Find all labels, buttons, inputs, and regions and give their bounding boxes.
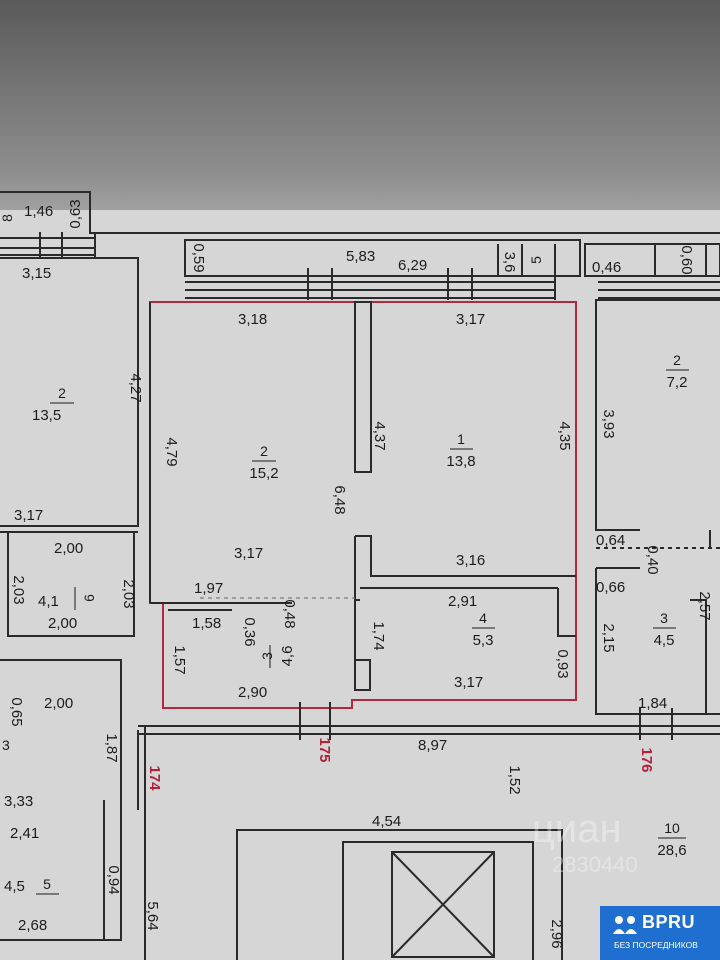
dimension-label: 0,60 [678, 245, 695, 274]
dimension-label: 1,57 [171, 645, 188, 674]
room-area: 4,6 [279, 646, 296, 667]
room-number: 1 [457, 431, 465, 447]
dimension-label: 3,18 [238, 311, 267, 328]
dimension-label: 6,48 [331, 485, 348, 514]
room-number: 8 [0, 214, 15, 222]
room-number: 2 [58, 385, 66, 401]
dimension-label: 4,27 [127, 373, 144, 402]
room-number: 2 [260, 443, 268, 459]
dimension-label: 5,83 [346, 248, 375, 265]
dimension-label: 2,15 [600, 623, 617, 652]
dimension-label: 2,68 [18, 917, 47, 934]
dimension-labels: 1,46 0,63 3,15 4,27 3,17 2,00 2,03 2,03 … [4, 199, 713, 948]
room-number: 3 [2, 737, 10, 753]
room-area: 5,3 [473, 632, 494, 649]
dimension-label: 2,00 [48, 615, 77, 632]
subject-apartment [149, 301, 577, 709]
corridor [138, 702, 720, 960]
dimension-label: 3,17 [234, 545, 263, 562]
dimension-label: 3,17 [454, 674, 483, 691]
dimension-label: 2,00 [54, 540, 83, 557]
dimension-label: 0,59 [190, 243, 207, 272]
room-number: 5 [528, 256, 544, 264]
dimension-label: 3,15 [22, 265, 51, 282]
dimension-label: 2,03 [10, 575, 27, 604]
dimension-label: 0,36 [241, 617, 258, 646]
dimension-label: 0,46 [592, 259, 621, 276]
room-area: 4,5 [654, 632, 675, 649]
dimension-label: 0,93 [554, 649, 571, 678]
dimension-label: 8,97 [418, 737, 447, 754]
axis-label-176: 176 [638, 747, 655, 772]
dimension-label: 1,52 [506, 765, 523, 794]
axis-labels: 174 175 176 [146, 737, 655, 791]
axis-label-175: 175 [316, 737, 333, 762]
dimension-label: 4,37 [371, 421, 388, 450]
room-area: 15,2 [249, 465, 278, 482]
room-number: 5 [43, 876, 51, 892]
dimension-label: 3,6 [501, 252, 518, 273]
room-area: 4,1 [38, 593, 59, 610]
room-number: 4 [479, 610, 487, 626]
dimension-label: 0,63 [67, 199, 84, 228]
dimension-label: 3,33 [4, 793, 33, 810]
dimension-label: 1,84 [638, 695, 667, 712]
right-apartment [595, 299, 720, 715]
dimension-label: 4,79 [163, 437, 180, 466]
dimension-label: 3,17 [14, 507, 43, 524]
dimension-label: 3,93 [600, 409, 617, 438]
watermark: циан 2830440 [532, 807, 638, 877]
axis-label-174: 174 [146, 765, 163, 791]
bpru-badge: BPRU БЕЗ ПОСРЕДНИКОВ [600, 906, 720, 960]
watermark-brand: циан [532, 807, 622, 851]
dimension-label: 1,74 [370, 621, 387, 650]
dimension-label: 2,96 [548, 919, 565, 948]
dimension-label: 1,58 [192, 615, 221, 632]
dimension-label: 0,48 [281, 599, 298, 628]
people-icon [613, 916, 637, 934]
dimension-label: 1,87 [103, 733, 120, 762]
room-labels: 1 13,8 2 15,2 3 4,6 4 5,3 5 2 13,5 6 4,1… [0, 214, 689, 895]
room-area: 4,5 [4, 878, 25, 895]
dimension-label: 2,90 [238, 684, 267, 701]
dimension-label: 2,91 [448, 593, 477, 610]
room-area: 13,8 [446, 453, 475, 470]
dimension-label: 3,16 [456, 552, 485, 569]
room-area: 7,2 [667, 374, 688, 391]
dimension-label: 0,65 [8, 697, 25, 726]
room-area: 13,5 [32, 407, 61, 424]
dimension-label: 4,54 [372, 813, 401, 830]
dimension-label: 3,17 [456, 311, 485, 328]
dimension-label: 0,64 [596, 532, 625, 549]
badge-brand: BPRU [642, 912, 696, 932]
dimension-label: 0,66 [596, 579, 625, 596]
room-area: 28,6 [657, 842, 686, 859]
room-number: 10 [664, 820, 680, 836]
dimension-label: 6,29 [398, 257, 427, 274]
watermark-id: 2830440 [552, 852, 638, 877]
left-apartment [0, 257, 139, 941]
dimension-label: 0,94 [105, 865, 122, 894]
room-number: 6 [81, 594, 97, 602]
dimension-label: 1,46 [24, 203, 53, 220]
badge-subtitle: БЕЗ ПОСРЕДНИКОВ [614, 940, 698, 950]
dimension-label: 0,40 [644, 545, 661, 574]
dimension-label: 4,35 [556, 421, 573, 450]
room-number: 2 [673, 352, 681, 368]
dimension-label: 2,57 [696, 591, 713, 620]
dimension-label: 2,00 [44, 695, 73, 712]
room-number: 3 [660, 610, 668, 626]
room-number: 3 [259, 652, 275, 660]
dimension-label: 1,97 [194, 580, 223, 597]
dimension-label: 2,03 [120, 579, 137, 608]
dimension-label: 5,64 [144, 901, 161, 930]
dimension-label: 2,41 [10, 825, 39, 842]
